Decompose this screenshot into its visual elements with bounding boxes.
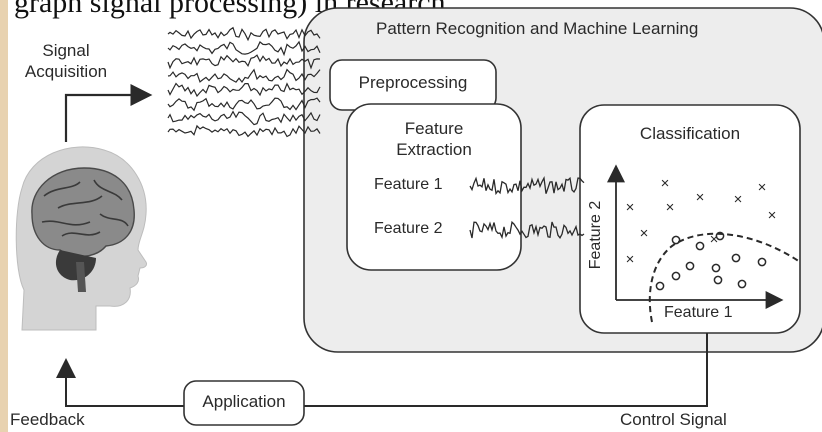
class-o-markers <box>655 231 767 291</box>
pattern-recognition-title: Pattern Recognition and Machine Learning <box>376 19 699 38</box>
feature-trace <box>469 176 585 196</box>
o-marker <box>711 263 721 273</box>
feature-extraction-label: Feature Extraction <box>396 119 472 159</box>
eeg-trace <box>167 82 321 98</box>
o-marker <box>715 231 725 241</box>
o-marker <box>713 275 723 285</box>
eeg-trace <box>167 26 321 42</box>
o-marker <box>757 257 767 267</box>
o-marker <box>655 281 665 291</box>
o-marker <box>685 261 695 271</box>
control-signal-line <box>304 333 708 407</box>
x-marker: × <box>640 225 649 242</box>
x-axis-label: Feature 1 <box>664 304 733 321</box>
control-signal-label: Control Signal <box>620 410 727 429</box>
feature-2-label: Feature 2 <box>374 220 443 237</box>
class-x-markers: ×××××××××× <box>626 175 777 268</box>
eeg-trace <box>167 124 321 138</box>
o-marker <box>671 271 681 281</box>
y-axis-label: Feature 2 <box>587 200 604 270</box>
page-edge-stripe <box>0 0 8 432</box>
feedback-label: Feedback <box>10 410 85 429</box>
eeg-trace <box>167 54 321 70</box>
signal-acquisition-arrow <box>64 84 153 142</box>
x-marker: × <box>626 251 635 268</box>
o-marker <box>671 235 681 245</box>
o-marker <box>731 253 741 263</box>
eeg-trace <box>167 97 321 112</box>
signal-acquisition-label: Signal Acquisition <box>24 41 108 81</box>
application-label: Application <box>202 392 286 411</box>
x-marker: × <box>661 175 670 192</box>
x-marker: × <box>710 231 719 248</box>
feature-signal-traces <box>469 176 585 240</box>
eeg-trace <box>167 40 321 57</box>
o-marker <box>737 279 747 289</box>
eeg-signal-traces <box>167 26 321 138</box>
decision-boundary <box>648 232 801 323</box>
classification-box <box>579 104 801 334</box>
scatter-plot: ×××××××××× <box>607 164 801 323</box>
classification-label: Classification <box>639 124 741 143</box>
x-marker: × <box>734 191 743 208</box>
feature-1-label: Feature 1 <box>374 176 443 193</box>
eeg-trace <box>167 68 321 84</box>
feature-trace <box>469 220 585 240</box>
x-marker: × <box>666 199 675 216</box>
x-marker: × <box>768 207 777 224</box>
preprocessing-label: Preprocessing <box>358 73 468 92</box>
application-box <box>183 380 305 426</box>
x-marker: × <box>758 179 767 196</box>
x-marker: × <box>626 199 635 216</box>
eeg-trace <box>167 110 321 126</box>
feedback-arrow <box>56 358 184 407</box>
brain-icon <box>31 167 135 292</box>
x-marker: × <box>696 189 705 206</box>
o-marker <box>695 241 705 251</box>
